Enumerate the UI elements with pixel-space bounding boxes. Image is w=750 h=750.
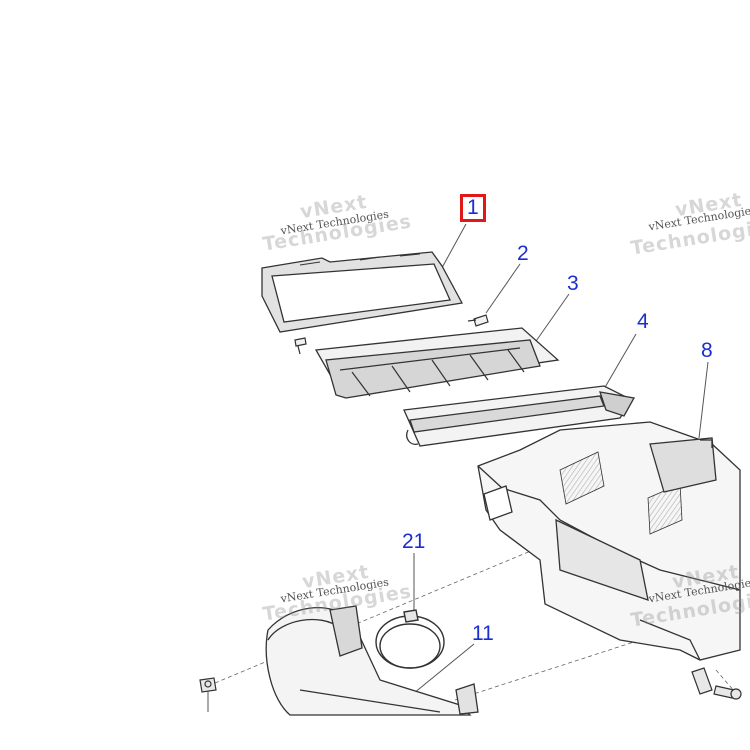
part-11-bolt[interactable] [199, 677, 217, 693]
callout-1[interactable]: 1 [460, 194, 486, 222]
callout-3[interactable]: 3 [567, 272, 579, 295]
leader-lines [207, 223, 709, 712]
callout-4[interactable]: 4 [637, 310, 649, 333]
bottom-right-fasteners[interactable] [691, 667, 742, 700]
part-21-clamp[interactable] [375, 609, 445, 669]
part-1-gasket[interactable] [261, 251, 464, 333]
callout-8[interactable]: 8 [701, 339, 713, 362]
callout-21[interactable]: 21 [402, 530, 426, 553]
lower-duct[interactable] [265, 605, 479, 716]
intake-housing[interactable] [477, 421, 741, 661]
part-4-insert[interactable] [403, 385, 636, 447]
part-3-grille[interactable] [314, 327, 560, 399]
callout-11[interactable]: 11 [472, 622, 494, 645]
callout-2[interactable]: 2 [517, 242, 529, 265]
part-2-screw[interactable] [294, 314, 489, 355]
